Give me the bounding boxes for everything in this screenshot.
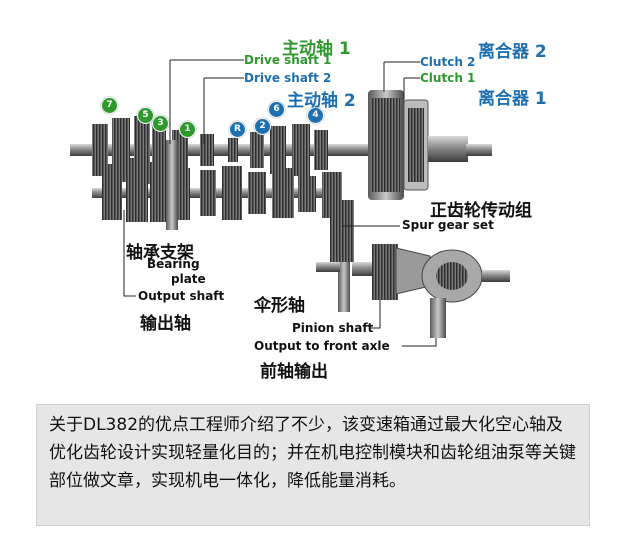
caption-box: 关于DL382的优点工程师介绍了不少，该变速箱通过最大化空心轴及优化齿轮设计实现… xyxy=(36,404,590,526)
label-plate: plate xyxy=(171,272,206,286)
gear-badge-3: 3 xyxy=(152,115,169,132)
label-pinion-shaft-cn: 伞形轴 xyxy=(254,296,305,316)
output-shaft xyxy=(92,188,342,198)
leader-pinion xyxy=(370,300,381,329)
label-bearing-plate-cn: 轴承支架 xyxy=(126,243,194,263)
pinion-differential-art xyxy=(352,244,510,338)
label-bearing: Bearing xyxy=(147,257,200,271)
label-main-shaft-2-cn: 主动轴 2 xyxy=(287,91,356,111)
caption-text: 关于DL382的优点工程师介绍了不少，该变速箱通过最大化空心轴及优化齿轮设计实现… xyxy=(49,415,576,491)
label-output-front-axle: Output to front axle xyxy=(254,339,390,353)
label-spur-gear-set-cn: 正齿轮传动组 xyxy=(430,201,532,221)
label-spur-gear-set: Spur gear set xyxy=(402,218,494,232)
label-clutch-1-cn: 离合器 1 xyxy=(478,89,547,109)
label-clutch-2: Clutch 2 xyxy=(420,55,476,69)
label-output-front-axle-cn: 前轴输出 xyxy=(260,362,328,382)
label-output-shaft: Output shaft xyxy=(138,289,225,303)
label-drive-shaft-2: Drive shaft 2 xyxy=(244,71,332,85)
gear-badge-7: 7 xyxy=(101,97,118,114)
label-clutch-1: Clutch 1 xyxy=(420,71,476,85)
label-clutch-2-cn: 离合器 2 xyxy=(478,42,547,62)
clutch-pack xyxy=(368,90,492,200)
label-main-shaft-1-cn: 主动轴 1 xyxy=(282,39,351,59)
gear-badge-r: R xyxy=(229,121,246,138)
upper-gear-stack xyxy=(92,116,328,184)
gear-badge-5: 5 xyxy=(137,107,154,124)
gear-badge-6: 6 xyxy=(268,101,285,118)
gear-badge-2: 2 xyxy=(254,118,271,135)
label-pinion-shaft: Pinion shaft xyxy=(292,321,374,335)
gear-badge-1: 1 xyxy=(179,121,196,138)
leader-front-axle xyxy=(402,338,437,347)
leader-lines xyxy=(123,59,437,347)
gear-badge-4: 4 xyxy=(307,107,324,124)
spur-gear-set-art xyxy=(316,200,354,312)
leader-output-shaft xyxy=(123,210,136,297)
bearing-plate xyxy=(166,140,178,230)
label-output-shaft-cn: 输出轴 xyxy=(140,314,191,334)
label-drive-shaft-1: Drive shaft 1 xyxy=(244,53,332,67)
